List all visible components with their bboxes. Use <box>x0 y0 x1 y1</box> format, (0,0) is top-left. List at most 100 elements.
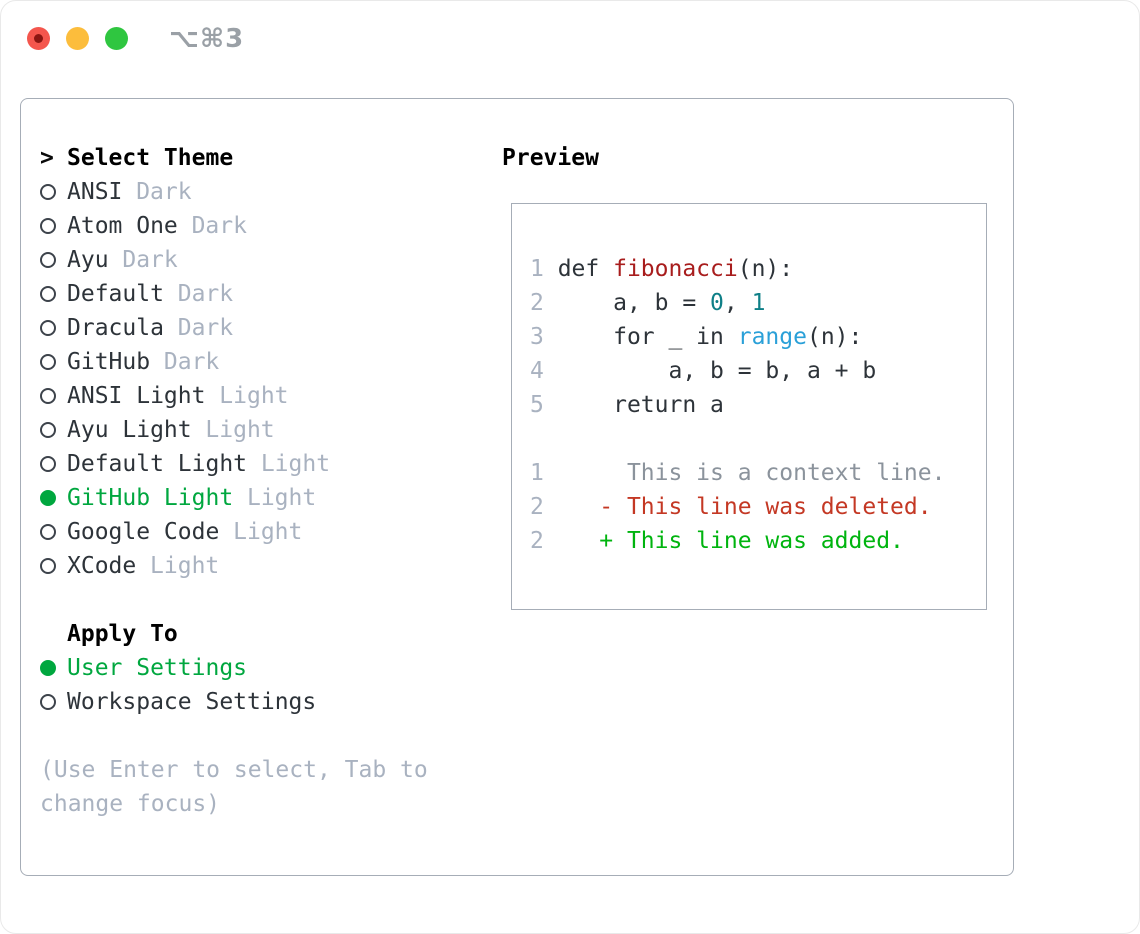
token-num: 5 <box>530 392 544 418</box>
radio-icon <box>40 524 56 540</box>
token-num: 3 <box>530 324 544 350</box>
radio-icon <box>40 694 56 710</box>
option-variant-tag: Light <box>246 485 317 511</box>
code-blank-line <box>530 422 986 456</box>
radio-icon <box>40 252 56 268</box>
token-call: range <box>737 324 807 350</box>
option-variant-tag: Dark <box>177 281 234 307</box>
spacer-row <box>40 719 485 753</box>
hint-line-1: (Use Enter to select, Tab to <box>40 757 428 783</box>
token-code: , <box>723 290 752 316</box>
radio-icon <box>40 354 56 370</box>
radio-icon <box>40 422 56 438</box>
zoom-button[interactable] <box>105 27 128 50</box>
titlebar: ⌥⌘3 <box>1 1 1139 71</box>
option-label: Workspace Settings <box>67 689 317 715</box>
code-line: 5 return a <box>530 388 986 422</box>
theme-option[interactable]: XCode Light <box>40 549 485 583</box>
token-code: a, b = <box>543 290 711 316</box>
code-line: 3 for _ in range(n): <box>530 320 986 354</box>
token-code: return a <box>543 392 724 418</box>
radio-icon <box>40 184 56 200</box>
option-label: XCode <box>67 553 137 579</box>
token-ctx: This is a context line. <box>543 460 946 486</box>
token-del: - This line was deleted. <box>543 494 932 520</box>
theme-option[interactable]: ANSI Dark <box>40 175 485 209</box>
option-label: Atom One <box>67 213 178 239</box>
option-label: Dracula <box>67 315 164 341</box>
theme-option[interactable]: Atom One Dark <box>40 209 485 243</box>
option-variant-tag: Light <box>150 553 220 579</box>
option-variant-tag: Dark <box>191 213 247 239</box>
token-code: (n): <box>737 256 794 282</box>
token-num: 2 <box>530 290 544 316</box>
code-line: 1 This is a context line. <box>530 456 986 490</box>
apply-to-header: Apply To <box>40 617 485 651</box>
radio-icon <box>40 218 56 234</box>
theme-option[interactable]: ANSI Light Light <box>40 379 485 413</box>
option-variant-tag: Light <box>205 417 275 443</box>
option-variant-tag: Light <box>219 383 289 409</box>
spacer-row <box>40 583 485 617</box>
token-code: def <box>557 256 614 282</box>
apply-option[interactable]: Workspace Settings <box>40 685 485 719</box>
select-theme-header: > Select Theme <box>40 141 485 175</box>
cursor-prefix-icon: > <box>40 145 54 171</box>
radio-icon <box>40 320 56 336</box>
token-fn: fibonacci <box>613 256 738 282</box>
code-line: 1 def fibonacci(n): <box>530 252 986 286</box>
preview-title: Preview <box>502 145 599 171</box>
close-button[interactable] <box>27 27 50 50</box>
select-theme-title: Select Theme <box>67 145 234 171</box>
token-numlit: 0 <box>710 290 724 316</box>
radio-icon <box>40 456 56 472</box>
radio-icon <box>40 286 56 302</box>
token-code: a, b = b, a + b <box>543 358 877 384</box>
close-icon <box>34 34 43 43</box>
apply-option-selected[interactable]: User Settings <box>40 651 485 685</box>
window-title: ⌥⌘3 <box>169 24 245 54</box>
option-label: User Settings <box>67 655 248 681</box>
token-num: 1 <box>530 460 544 486</box>
theme-option[interactable]: Ayu Dark <box>40 243 485 277</box>
radio-selected-icon <box>40 660 56 676</box>
theme-option-selected[interactable]: GitHub Light Light <box>40 481 485 515</box>
token-add: + This line was added. <box>543 528 904 554</box>
token-num: 4 <box>530 358 544 384</box>
apply-to-title: Apply To <box>67 621 178 647</box>
token-numlit: 1 <box>751 290 766 316</box>
token-code: for _ in <box>543 324 738 350</box>
option-variant-tag: Dark <box>136 179 192 205</box>
radio-selected-icon <box>40 490 56 506</box>
radio-icon <box>40 388 56 404</box>
code-line: 2 - This line was deleted. <box>530 490 986 524</box>
option-label: Ayu Light <box>67 417 192 443</box>
code-line: 2 a, b = 0, 1 <box>530 286 986 320</box>
option-label: Ayu <box>67 247 109 273</box>
theme-option[interactable]: Ayu Light Light <box>40 413 485 447</box>
token-num: 2 <box>530 528 544 554</box>
code-line: 4 a, b = b, a + b <box>530 354 986 388</box>
minimize-button[interactable] <box>66 27 89 50</box>
option-variant-tag: Light <box>260 451 331 477</box>
option-variant-tag: Dark <box>122 247 178 273</box>
theme-option[interactable]: Google Code Light <box>40 515 485 549</box>
option-label: ANSI <box>67 179 123 205</box>
radio-icon <box>40 558 56 574</box>
option-label: GitHub Light <box>67 485 234 511</box>
option-label: ANSI Light <box>67 383 206 409</box>
option-label: GitHub <box>67 349 151 375</box>
option-variant-tag: Light <box>233 519 303 545</box>
option-label: Google Code <box>67 519 220 545</box>
